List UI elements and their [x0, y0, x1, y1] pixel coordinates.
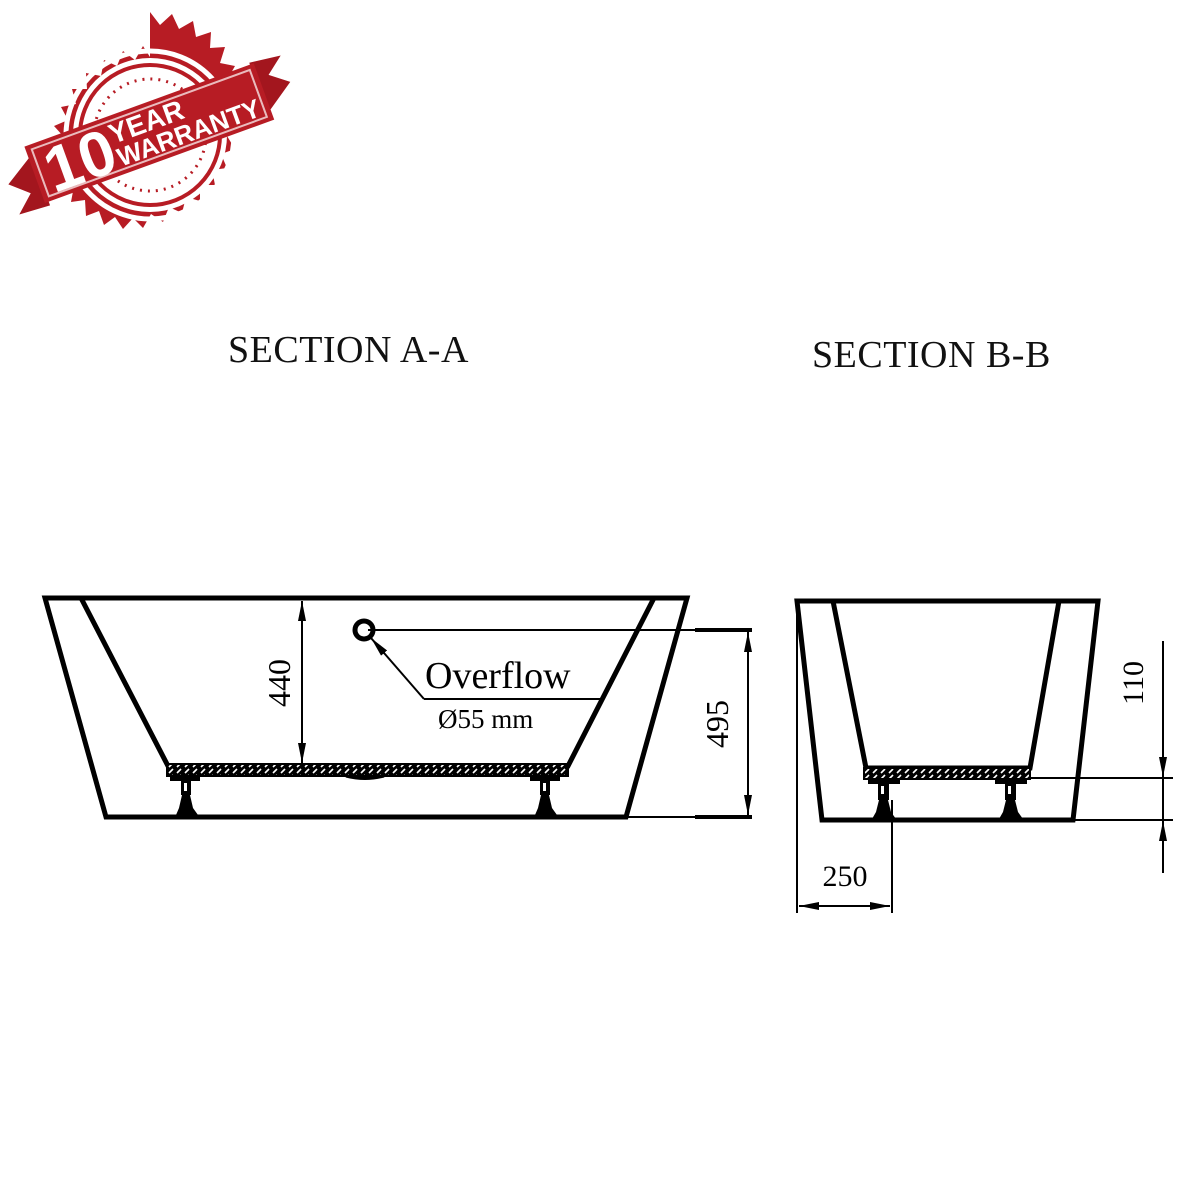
ribbon-tail-left — [8, 154, 51, 215]
a-leg-left — [170, 776, 200, 815]
a-dim-440-label: 440 — [261, 659, 297, 707]
b-inner-basin — [830, 600, 1062, 771]
warranty-badge: 10 YEAR WARRANTY — [8, 12, 291, 229]
b-leg-right — [995, 779, 1027, 819]
overflow-label: Overflow — [425, 655, 571, 697]
ribbon-band — [24, 63, 275, 204]
ribbon-tail-right — [249, 55, 291, 114]
overflow-diameter: Ø55 mm — [438, 704, 533, 734]
b-leg-left — [868, 779, 900, 819]
b-dim-250-label: 250 — [823, 860, 868, 893]
b-dim-110-label: 110 — [1117, 661, 1150, 705]
b-base-plate — [863, 767, 1031, 780]
section-b-b-title: SECTION B-B — [812, 334, 1051, 376]
a-base-plate — [166, 763, 569, 777]
section-a-a-title: SECTION A-A — [228, 329, 469, 371]
a-dim-495-label: 495 — [699, 700, 735, 748]
a-leg-right — [530, 776, 560, 815]
